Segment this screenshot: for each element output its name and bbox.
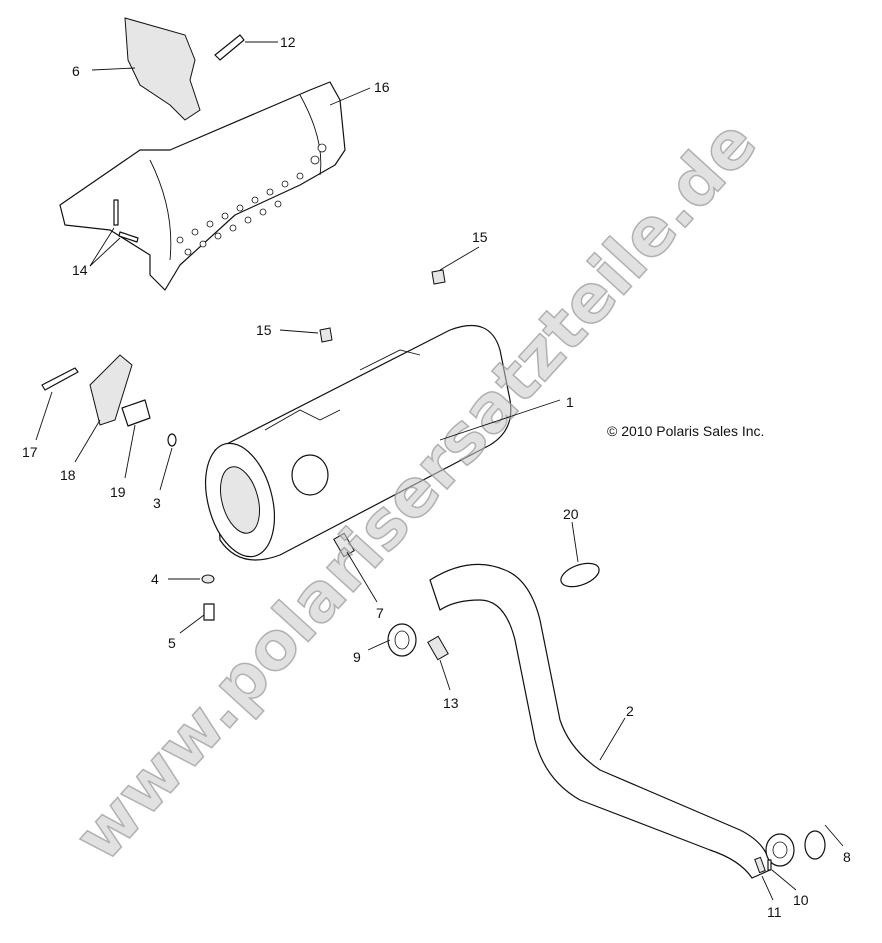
part-spring-13 xyxy=(427,635,449,661)
callout-2: 2 xyxy=(626,703,634,719)
part-plug-5 xyxy=(203,603,215,621)
callout-19: 19 xyxy=(110,484,126,500)
part-bolt-14b xyxy=(118,231,139,243)
callout-6: 6 xyxy=(72,63,80,79)
part-stud-11 xyxy=(754,856,766,874)
callout-16: 16 xyxy=(374,79,390,95)
part-muffler xyxy=(205,324,512,561)
part-nut-15b xyxy=(319,327,333,343)
part-shield-bracket xyxy=(124,17,201,121)
callout-1: 1 xyxy=(566,394,574,410)
callouts: 1 2 3 4 5 6 7 8 9 10 11 12 13 14 15 15 1… xyxy=(22,34,851,920)
part-heat-shield xyxy=(59,81,346,291)
part-spring-10 xyxy=(767,859,772,871)
leader-lines xyxy=(35,41,844,901)
callout-9: 9 xyxy=(353,649,361,665)
part-bracket-18 xyxy=(89,354,133,426)
callout-10: 10 xyxy=(793,892,809,908)
callout-12: 12 xyxy=(280,34,296,50)
part-exhaust-pipe xyxy=(429,563,771,879)
part-screw-12 xyxy=(214,34,245,61)
part-nut-15a xyxy=(431,269,446,285)
callout-18: 18 xyxy=(60,467,76,483)
part-spacer-19 xyxy=(121,399,151,427)
callout-3: 3 xyxy=(153,495,161,511)
callout-14: 14 xyxy=(72,262,88,278)
callout-13: 13 xyxy=(443,695,459,711)
part-spring-7 xyxy=(333,532,355,558)
part-bolt-14a xyxy=(113,199,119,226)
callout-20: 20 xyxy=(563,506,579,522)
part-clamp-20 xyxy=(560,562,600,588)
callout-17: 17 xyxy=(22,444,38,460)
copyright-notice: © 2010 Polaris Sales Inc. xyxy=(607,423,764,439)
part-gasket-8 xyxy=(804,830,826,860)
callout-4: 4 xyxy=(151,571,159,587)
part-bolt-17 xyxy=(41,367,79,391)
callout-11: 11 xyxy=(767,904,782,920)
callout-7: 7 xyxy=(376,605,384,621)
callout-8: 8 xyxy=(843,849,851,865)
callout-5: 5 xyxy=(168,635,176,651)
part-washer-4 xyxy=(201,574,215,584)
part-washer-3 xyxy=(167,433,177,447)
callout-15a: 15 xyxy=(472,229,488,245)
callout-15b: 15 xyxy=(256,322,272,338)
